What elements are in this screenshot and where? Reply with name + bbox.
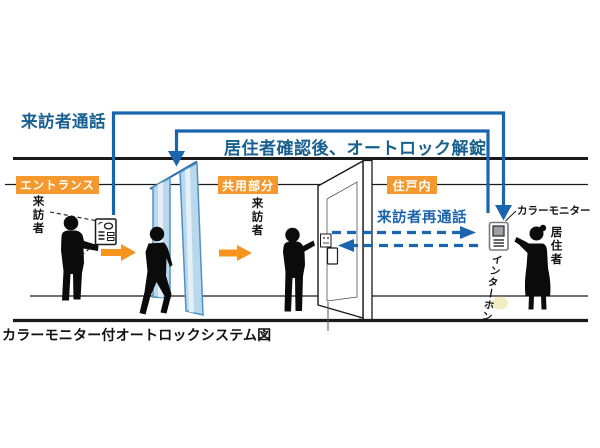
visitor-call-flow-line	[111, 111, 512, 221]
text-halo	[492, 296, 508, 310]
direction-arrow-entrance	[101, 244, 136, 261]
zone-label-entrance: エントランス	[16, 176, 99, 194]
monitor-device	[488, 221, 509, 251]
direction-arrow-common	[219, 245, 252, 261]
visitor-label-common: 来訪者	[250, 197, 263, 238]
sight-lines	[49, 211, 96, 262]
visitor-call-label: 来訪者通話	[21, 112, 106, 131]
visitor-silhouette-common	[283, 227, 315, 312]
zone-label-unit: 住戸内	[387, 176, 437, 194]
diagram-caption: カラーモニター付オートロックシステム図	[2, 327, 272, 343]
recall-arrow-right	[332, 226, 476, 239]
glass-auto-door	[149, 160, 204, 316]
resident-label: 居住者	[549, 226, 562, 267]
entrance-intercom-device	[94, 218, 117, 246]
wall-lines	[5, 157, 588, 323]
door-intercom-device	[320, 233, 332, 248]
color-monitor-label: カラーモニター	[517, 205, 591, 217]
unlock-flow-line	[168, 129, 490, 213]
visitor-silhouette-walking	[139, 226, 173, 315]
unlock-label: 居住者確認後、オートロック解錠	[224, 139, 487, 158]
recall-arrow-left	[338, 239, 478, 252]
visitor-label-entrance: 来訪者	[31, 195, 44, 236]
visitor-silhouette-entrance	[61, 215, 99, 301]
monitor-leader-line	[505, 210, 517, 222]
door-handle	[326, 247, 339, 265]
zone-label-common: 共用部分	[218, 176, 278, 194]
unit-door	[317, 159, 373, 331]
recall-label: 来訪者再通話	[377, 210, 467, 226]
resident-silhouette	[514, 224, 551, 310]
